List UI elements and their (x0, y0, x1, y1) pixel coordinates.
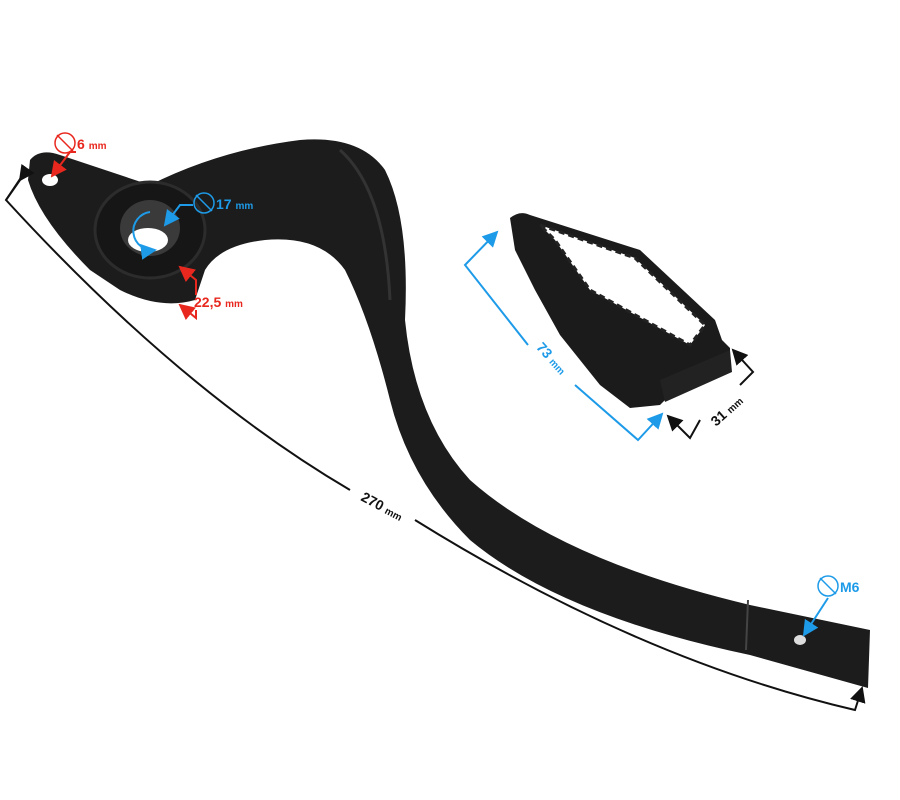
bore-unit: mm (235, 201, 253, 212)
svg-text:6 mm: 6 mm (77, 136, 107, 152)
dim-bore: 17 mm (132, 192, 253, 260)
svg-text:17 mm: 17 mm (216, 196, 253, 212)
brake-lever (28, 139, 870, 688)
small-hole (42, 174, 58, 186)
svg-text:270 mm: 270 mm (359, 489, 406, 524)
thread-value: M6 (840, 579, 860, 595)
length-value: 270 (359, 489, 387, 514)
peg-length-unit: mm (546, 357, 566, 378)
boss-unit: mm (225, 299, 243, 310)
svg-text:22,5 mm: 22,5 mm (194, 294, 243, 310)
dim-thread: M6 (802, 575, 860, 637)
hole-small-unit: mm (89, 141, 107, 152)
bore-value: 17 (216, 196, 232, 212)
svg-text:31 mm: 31 mm (707, 392, 745, 429)
dim-hole-small: 6 mm (50, 132, 107, 178)
dim-boss: 22,5 mm (178, 265, 243, 321)
thread-hole (794, 635, 806, 645)
svg-text:73 mm: 73 mm (533, 339, 570, 377)
hole-small-value: 6 (77, 136, 85, 152)
foot-peg (510, 213, 732, 408)
boss-value: 22,5 (194, 294, 221, 310)
peg-width-unit: mm (725, 396, 746, 416)
length-unit: mm (383, 506, 404, 524)
